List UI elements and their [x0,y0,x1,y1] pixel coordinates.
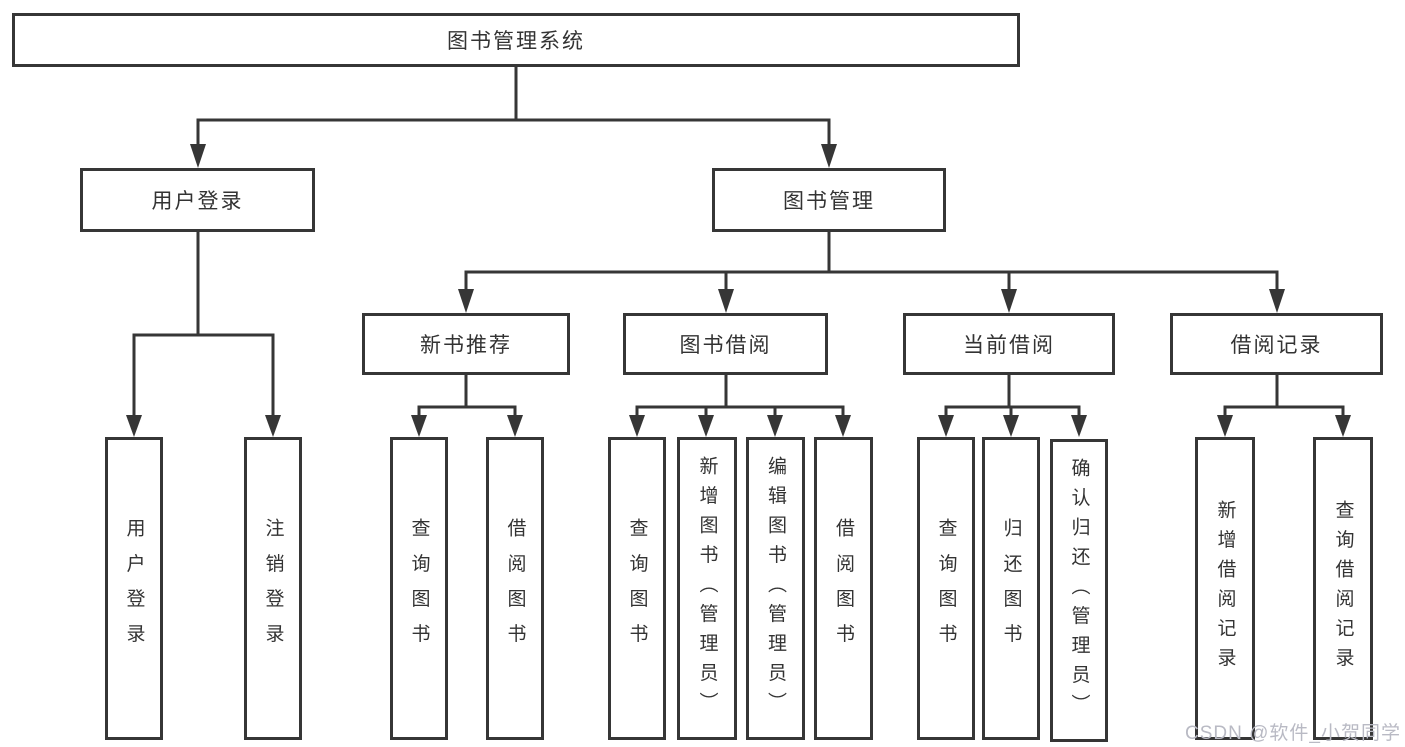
arrow-down-icon [821,144,837,168]
leaf-query-books-borrowing: 查询图书 [608,437,666,740]
arrow-down-icon [1335,415,1351,437]
connector-user-login-to-leaves [126,232,281,437]
arrow-down-icon [1269,289,1285,313]
connector-new-book-to-leaves [411,375,523,437]
arrow-down-icon [411,415,427,437]
leaf-query-books-recommend: 查询图书 [390,437,448,740]
leaf-add-borrow-record: 新增借阅记录 [1195,437,1255,740]
arrow-down-icon [265,415,281,437]
leaf-return-books: 归还图书 [982,437,1040,740]
arrow-down-icon [835,415,851,437]
arrow-down-icon [938,415,954,437]
leaf-query-borrow-record: 查询借阅记录 [1313,437,1373,740]
leaf-query-books-current: 查询图书 [917,437,975,740]
node-current-borrowing: 当前借阅 [903,313,1115,375]
connector-borrowing-records-to-leaves [1217,375,1351,437]
connector-book-borrowing-to-leaves [629,375,851,437]
arrow-down-icon [698,415,714,437]
leaf-borrow-books-recommend: 借阅图书 [486,437,544,740]
node-new-book-recommendation: 新书推荐 [362,313,570,375]
arrow-down-icon [1071,415,1087,437]
connector-current-borrowing-to-leaves [938,375,1087,437]
node-borrowing-records: 借阅记录 [1170,313,1383,375]
arrow-down-icon [1001,289,1017,313]
arrow-down-icon [1003,415,1019,437]
leaf-confirm-return-admin: 确认归还（管理员） [1050,439,1108,742]
node-library-management-system: 图书管理系统 [12,13,1020,67]
arrow-down-icon [767,415,783,437]
arrow-down-icon [126,415,142,437]
leaf-edit-books-admin: 编辑图书（管理员） [746,437,805,740]
node-book-management: 图书管理 [712,168,946,232]
node-user-login: 用户登录 [80,168,315,232]
leaf-borrow-books: 借阅图书 [814,437,873,740]
arrow-down-icon [507,415,523,437]
connector-book-management-to-level3 [458,232,1285,313]
leaf-add-books-admin: 新增图书（管理员） [677,437,737,740]
node-book-borrowing: 图书借阅 [623,313,828,375]
arrow-down-icon [629,415,645,437]
leaf-user-login: 用户登录 [105,437,163,740]
arrow-down-icon [190,144,206,168]
arrow-down-icon [458,289,474,313]
leaf-logout: 注销登录 [244,437,302,740]
arrow-down-icon [718,289,734,313]
arrow-down-icon [1217,415,1233,437]
connector-root-to-level2 [190,67,837,168]
